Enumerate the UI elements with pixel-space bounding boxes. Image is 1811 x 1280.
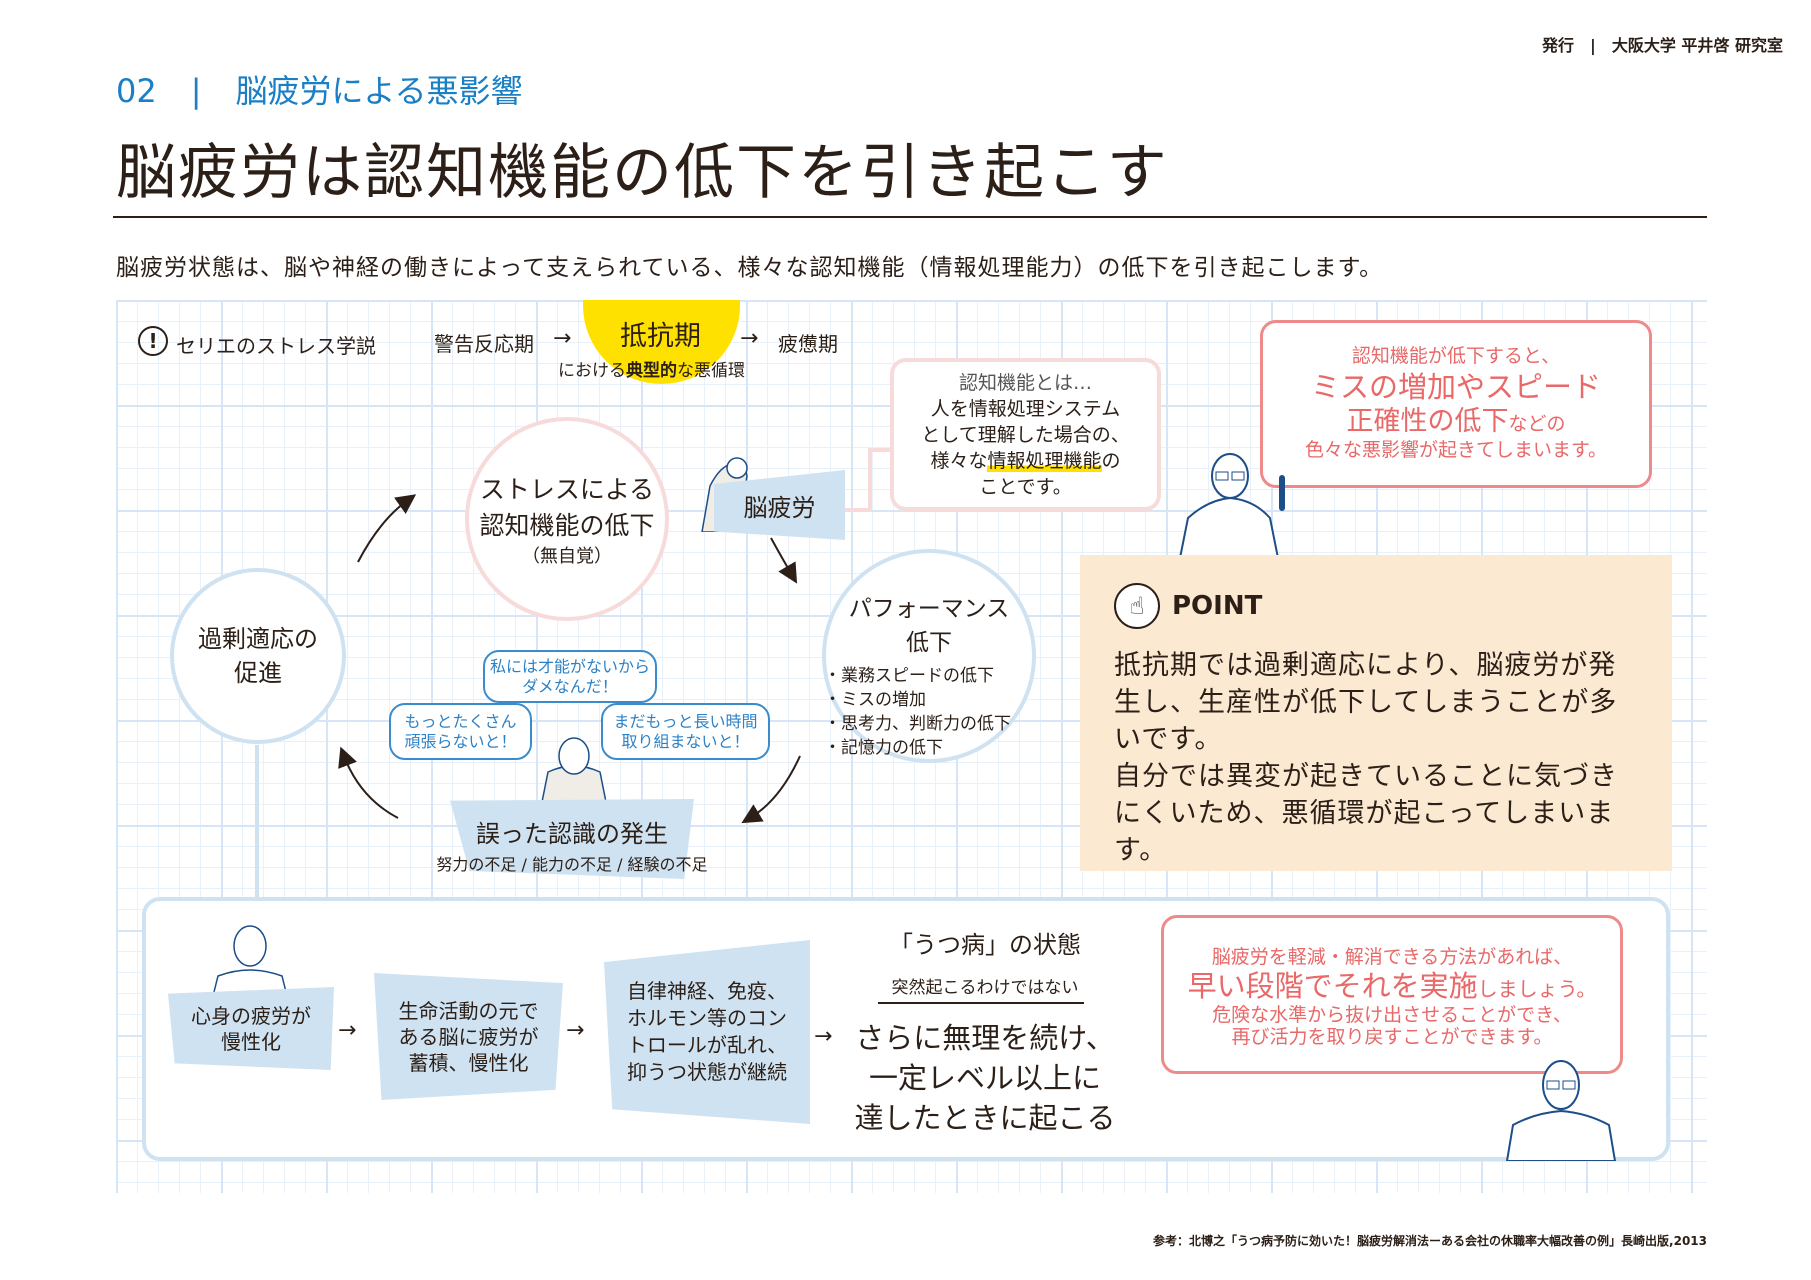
selye-caption: における典型的な悪循環 (558, 356, 745, 381)
caption-em: 典型的 (626, 361, 677, 381)
overadapt-line2: 促進 (234, 659, 282, 687)
divider (113, 216, 1707, 218)
stress-cognition-circle: ストレスによる 認知機能の低下 （無自覚） (465, 417, 669, 621)
depression-body: さらに無理を続け、 一定レベル以上に 達したときに起こる (854, 1021, 1116, 1135)
performance-item: ・ミスの増加 (824, 690, 926, 710)
bubble-text: ダメなんだ！ (522, 676, 618, 696)
performance-item: ・業務スピードの低下 (824, 666, 994, 686)
top-callout: 認知機能が低下すると、 ミスの増加やスピード 正確性の低下などの 色々な悪影響が… (1260, 320, 1652, 488)
cognition-line: 人を情報処理システム (930, 398, 1121, 420)
bubble-text: 頑張らないと！ (404, 731, 517, 751)
depression-title: 「うつ病」の状態 (889, 931, 1081, 959)
callout-line: しましょう。 (1477, 976, 1597, 1001)
cognition-definition-box: 認知機能とは… 人を情報処理システム として理解した場合の、 様々な情報処理機能… (890, 358, 1161, 511)
speech-bubble: 私には才能がないからダメなんだ！ (483, 650, 657, 703)
caption-pre: における (558, 361, 626, 381)
misperception-shape (450, 799, 694, 879)
callout-emphasis: ミスの増加やスピード (1310, 369, 1601, 404)
point-label: POINT (1172, 591, 1263, 621)
callout-line: 認知機能が低下すると、 (1351, 345, 1561, 367)
selye-label: セリエのストレス学説 (176, 334, 376, 358)
arrow-right-icon: → (740, 326, 759, 351)
point-body: 抵抗期では過剰適応により、脳疲労が発生し、生産性が低下してしまうことが多いです。… (1114, 650, 1618, 866)
cognition-line: として理解した場合の、 (921, 424, 1130, 446)
cognition-em: 情報処理機能 (987, 450, 1102, 472)
performance-circle: パフォーマンス 低下 (822, 549, 1036, 763)
bottom-callout: 脳疲労を軽減・解消できる方法があれば、 早い段階でそれを実施しましょう。 危険な… (1161, 915, 1623, 1074)
doctor-illustration (1178, 453, 1285, 558)
speech-bubble: もっとたくさん頑張らないと！ (389, 703, 532, 760)
arrow-right-icon: → (338, 1018, 357, 1043)
cycle-arrow (741, 755, 801, 824)
note-underline (878, 1002, 1084, 1004)
arrow-right-icon: → (553, 326, 572, 351)
flow-step-1: 心身の疲労が 慢性化 (168, 987, 334, 1070)
bubble-text: もっとたくさん (404, 711, 517, 731)
pointing-hand-icon: ☝ (1114, 583, 1160, 629)
speech-bubble: まだもっと長い時間取り組まないと！ (601, 703, 770, 760)
stress-line1: ストレスによる (479, 475, 655, 504)
bubble-text: 取り組まないと！ (621, 731, 750, 751)
page-title: 脳疲労は認知機能の低下を引き起こす (116, 138, 1169, 208)
callout-emphasis: 正確性の低下 (1346, 406, 1509, 437)
stage-exhaustion: 疲憊期 (778, 332, 838, 356)
flow-step-3: 自律神経、免疫、 ホルモン等のコン トロールが乱れ、 抑うつ状態が継続 (604, 940, 810, 1124)
callout-line: 脳疲労を軽減・解消できる方法があれば、 (1211, 946, 1573, 968)
cognition-line: ことです。 (979, 476, 1072, 498)
cycle-arrow (357, 494, 417, 563)
exclamation-icon: ! (138, 326, 168, 356)
performance-title: 低下 (906, 630, 952, 656)
section-title: 脳疲労による悪影響 (235, 72, 523, 110)
arrow-right-icon: → (566, 1018, 585, 1043)
overadapt-line1: 過剰適応の (198, 625, 318, 653)
arrow-right-icon: → (814, 1024, 833, 1049)
section-separator: | (190, 72, 202, 110)
depression-note: 突然起こるわけではない (891, 978, 1079, 998)
footnote: 参考：北博之「うつ病予防に効いた！脳疲労解消法ーある会社の休職率大幅改善の例」長… (1153, 1234, 1707, 1248)
publisher: 発行 | 大阪大学 平井啓 研究室 (1542, 36, 1783, 55)
performance-title: パフォーマンス (848, 596, 1010, 622)
overadaptation-circle: 過剰適応の 促進 (170, 568, 346, 744)
stage-alarm: 警告反応期 (434, 332, 534, 356)
performance-item: ・記憶力の低下 (824, 738, 943, 758)
section-heading: 02 | 脳疲労による悪影響 (116, 66, 523, 112)
stage-resistance: 抵抗期 (620, 321, 701, 352)
caption-post: な悪循環 (677, 361, 745, 381)
performance-item: ・思考力、判断力の低下 (824, 714, 1011, 734)
cycle-arrow (770, 537, 798, 584)
point-box: ☝ POINT 抵抗期では過剰適応により、脳疲労が発生し、生産性が低下してしまう… (1080, 555, 1672, 871)
cognition-pre: 様々な (930, 450, 988, 472)
callout-line: 危険な水準から抜け出させることができ、 (1212, 1003, 1572, 1026)
performance-list: ・業務スピードの低下 ・ミスの増加 ・思考力、判断力の低下 ・記憶力の低下 (824, 664, 1011, 760)
callout-emphasis: 早い段階でそれを実施 (1187, 968, 1478, 1003)
section-number: 02 (116, 72, 157, 110)
callout-line: 色々な悪影響が起きてしまいます。 (1304, 438, 1608, 461)
doctor-illustration (1505, 1060, 1617, 1161)
lead-text: 脳疲労状態は、脳や神経の働きによって支えられている、様々な認知機能（情報処理能力… (116, 255, 1384, 281)
person-illustration (211, 925, 289, 1000)
head-in-hands-illustration (541, 737, 607, 802)
stress-line2: 認知機能の低下 (479, 511, 655, 540)
flow-step-2: 生命活動の元で ある脳に疲労が 蓄積、慢性化 (374, 973, 563, 1100)
misperception-sub: 努力の不足 / 能力の不足 / 経験の不足 (436, 855, 708, 874)
cognition-head: 認知機能とは… (958, 372, 1092, 394)
stress-note: （無自覚） (522, 546, 612, 567)
callout-line: などの (1508, 413, 1566, 435)
cognition-post: の (1101, 450, 1121, 472)
cognition-line: 様々な情報処理機能の (894, 448, 1157, 474)
misperception-title: 誤った認識の発生 (476, 820, 668, 848)
bubble-text: まだもっと長い時間 (613, 711, 758, 731)
callout-line: 再び活力を取り戻すことができます。 (1231, 1026, 1553, 1049)
cycle-arrow (338, 746, 399, 819)
bubble-text: 私には才能がないから (489, 656, 650, 676)
